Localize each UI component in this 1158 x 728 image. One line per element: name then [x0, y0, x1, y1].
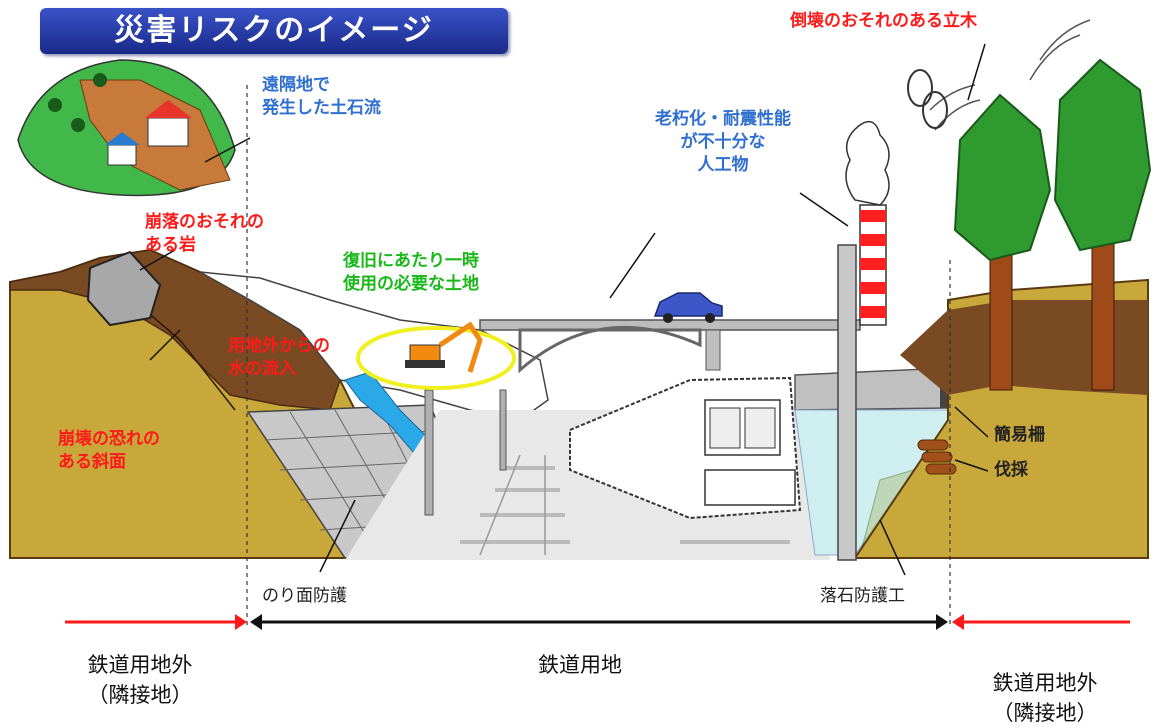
debris-flow-inset [17, 59, 236, 197]
page-title: 災害リスクのイメージ [114, 13, 434, 48]
zone-right-label: 鉄道用地外 （隣接地） [992, 671, 1098, 725]
label-temporary-land: 復旧にあたり一時 使用の必要な土地 [343, 251, 479, 294]
label-logging: 伐採 [994, 460, 1028, 480]
label-falling-tree: 倒壊のおそれのある立木 [790, 11, 977, 31]
tree-right-1 [953, 93, 1052, 391]
zone-left-label: 鉄道用地外 （隣接地） [87, 653, 193, 707]
label-aging-structure: 老朽化・耐震性能 が不十分な 人工物 [655, 109, 791, 175]
label-unstable-slope: 崩壊の恐れの ある斜面 [58, 429, 160, 472]
wind-lines [929, 19, 1091, 131]
label-rock: 崩落のおそれの ある岩 [145, 212, 264, 255]
tree-right-2 [1053, 58, 1152, 391]
label-water-inflow: 用地外からの 水の流入 [228, 336, 330, 379]
right-soil-layer [900, 300, 1148, 395]
tree-fall-marker [907, 69, 948, 129]
zone-center-label: 鉄道用地 [538, 653, 622, 677]
zone-arrows [65, 614, 1130, 630]
aging-chimney [845, 120, 890, 326]
utility-pole [837, 244, 857, 561]
bridge-arch [518, 325, 702, 374]
car [653, 292, 723, 323]
unstable-rock [86, 250, 162, 327]
label-simple-fence: 簡易柵 [994, 425, 1045, 445]
label-rockfall-protection: 落石防護工 [820, 586, 905, 606]
label-debris-flow: 遠隔地で 発生した土石流 [262, 75, 381, 118]
pointer-lines [139, 43, 989, 576]
logged-wood [917, 439, 957, 475]
title-banner: 災害リスクのイメージ [40, 8, 508, 54]
excavator [405, 321, 483, 373]
temporary-land-highlight [356, 326, 516, 390]
train [569, 376, 802, 520]
label-slope-protection: のり面防護 [262, 586, 347, 606]
